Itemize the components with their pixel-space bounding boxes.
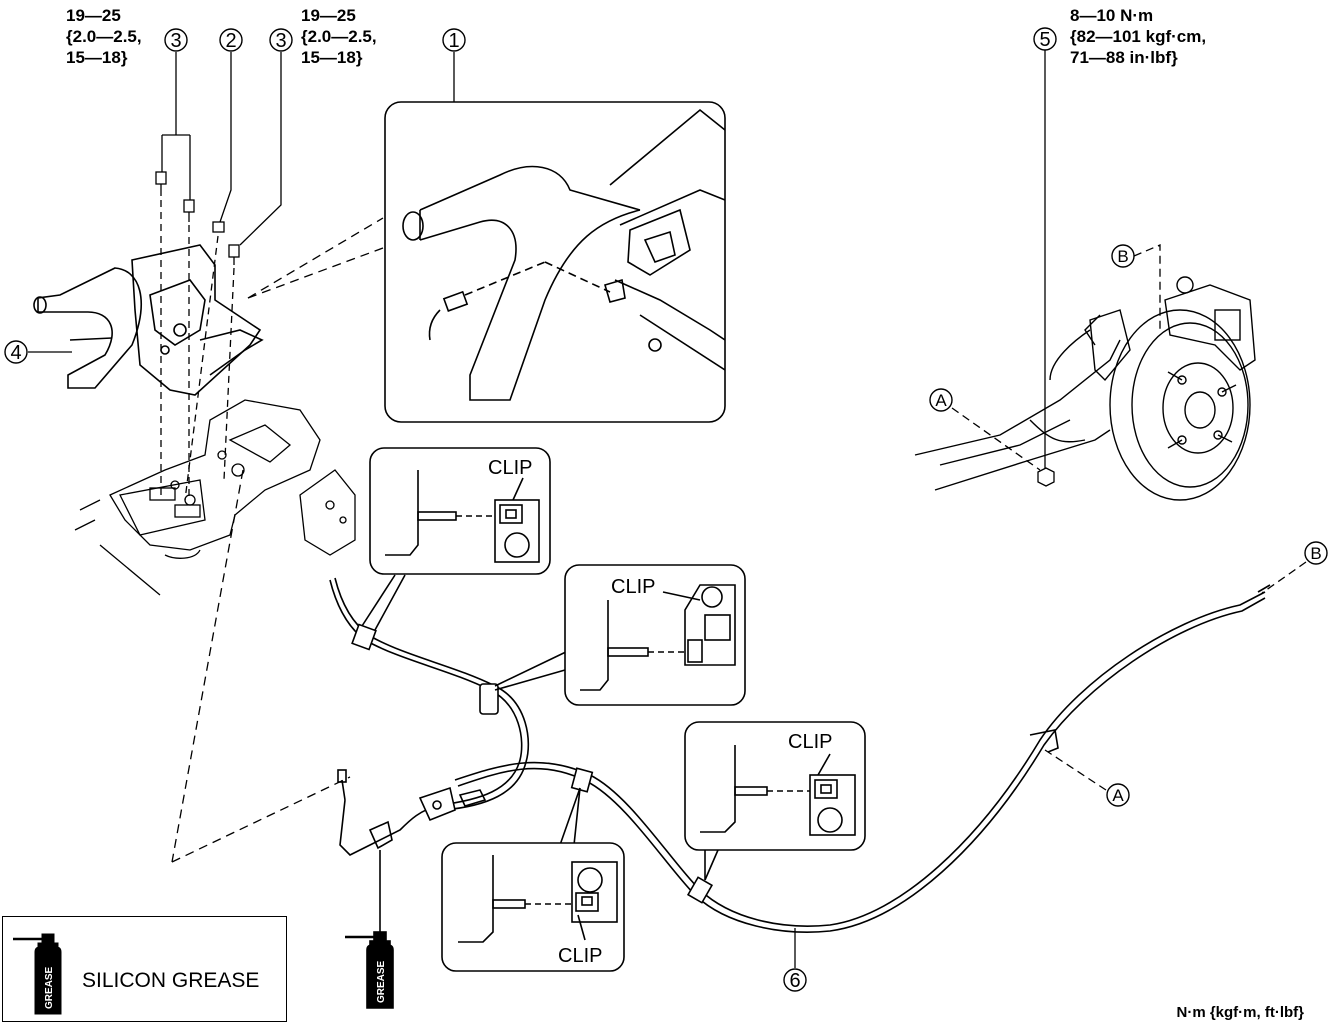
svg-text:GREASE: GREASE	[44, 966, 55, 1009]
legend-grease-can-icon: GREASE	[13, 933, 62, 1015]
ref-letter-a-upper: A	[935, 391, 947, 410]
torque-line: 15—18}	[301, 48, 363, 67]
clip-label-2: CLIP	[611, 576, 655, 598]
svg-text:GREASE: GREASE	[376, 960, 387, 1003]
parking-brake-lever	[33, 244, 264, 396]
floor-panel	[74, 399, 356, 596]
callout-4: 4	[10, 342, 21, 364]
callout-3-right: 3	[275, 30, 286, 52]
lever-detail-inset	[384, 101, 726, 423]
clip-label-3: CLIP	[788, 731, 832, 753]
clip-label-1: CLIP	[488, 457, 532, 479]
callout-5: 5	[1039, 29, 1050, 51]
callout-3-left: 3	[170, 30, 181, 52]
torque-spec-left-a: 19—25 {2.0—2.5, 15—18}	[66, 5, 142, 68]
torque-line: 19—25	[66, 6, 121, 25]
clip-inset-3	[684, 721, 866, 851]
torque-line: 15—18}	[66, 48, 128, 67]
torque-line: 19—25	[301, 6, 356, 25]
legend-label: SILICON GREASE	[82, 969, 260, 992]
torque-line: {2.0—2.5,	[301, 27, 377, 46]
callout-2: 2	[225, 30, 236, 52]
torque-line: {82—101 kgf·cm,	[1070, 27, 1207, 46]
clip-inset-1	[369, 447, 551, 575]
torque-line: 8—10 N·m	[1070, 6, 1154, 25]
rear-brake-assembly	[914, 276, 1256, 501]
clip-label-4: CLIP	[558, 945, 602, 967]
ref-letter-b-lower: B	[1310, 544, 1321, 563]
torque-line: 71—88 in·lbf}	[1070, 48, 1178, 67]
grease-can-icon: GREASE	[345, 931, 394, 1009]
torque-spec-left-b: 19—25 {2.0—2.5, 15—18}	[301, 5, 377, 68]
torque-line: {2.0—2.5,	[66, 27, 142, 46]
parking-brake-cable	[329, 574, 1271, 935]
callout-1: 1	[448, 30, 459, 52]
ref-letter-b-upper: B	[1117, 247, 1128, 266]
assembly-dashed-guides	[171, 217, 384, 863]
clip-inset-2	[564, 564, 746, 706]
callout-circles	[4, 27, 1328, 992]
callout-6: 6	[789, 970, 800, 992]
clip-inset-4	[441, 842, 625, 972]
legend-box: GREASE	[2, 916, 287, 1022]
ref-letter-a-lower: A	[1112, 786, 1124, 805]
torque-spec-rear-nut: 8—10 N·m {82—101 kgf·cm, 71—88 in·lbf}	[1070, 5, 1206, 68]
units-note: N·m {kgf·m, ft·lbf}	[1176, 1004, 1305, 1021]
